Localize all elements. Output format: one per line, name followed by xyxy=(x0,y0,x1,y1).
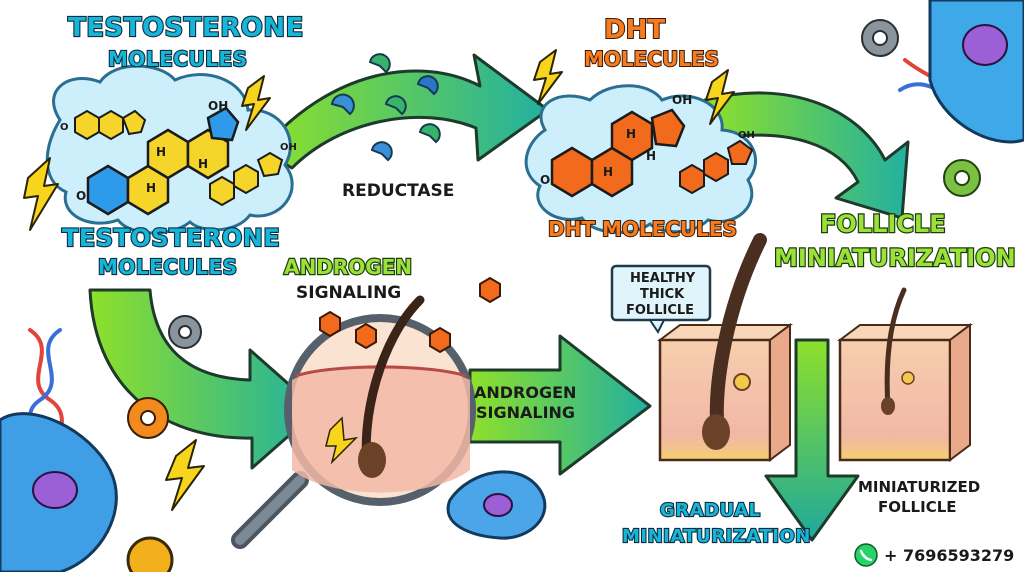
magnifier-icon xyxy=(231,295,476,549)
testosterone-molecule-small xyxy=(209,151,284,207)
svg-text:OH: OH xyxy=(208,99,228,113)
gear-icon xyxy=(168,315,202,349)
reductase-label: REDUCTASE xyxy=(342,181,454,201)
cell-icon xyxy=(928,0,1024,144)
svg-text:H: H xyxy=(626,127,636,141)
cell-icon xyxy=(446,470,547,540)
gradual-miniaturization-label-line2: MINIATURIZATION xyxy=(622,526,811,547)
cell-icon xyxy=(126,536,174,572)
testosterone-molecule-large xyxy=(86,106,240,216)
gear-icon xyxy=(861,19,899,57)
svg-text:H: H xyxy=(146,181,156,195)
testosterone-bottom-subtitle: MOLECULES xyxy=(98,255,238,279)
androgen-signaling-label-1-line2: SIGNALING xyxy=(296,283,401,303)
androgen-molecule-icon xyxy=(319,276,501,354)
follicle-miniaturization-title: FOLLICLE xyxy=(820,210,946,238)
flow-arrow-icon xyxy=(703,91,910,220)
svg-text:OH: OH xyxy=(738,130,755,141)
svg-text:O: O xyxy=(76,189,86,203)
svg-text:H: H xyxy=(646,149,656,163)
whatsapp-icon[interactable] xyxy=(854,543,878,567)
svg-text:OH: OH xyxy=(280,142,297,153)
androgen-signaling-label-2: ANDROGEN xyxy=(474,383,576,402)
gear-icon xyxy=(127,397,169,439)
gradual-miniaturization-label: GRADUAL xyxy=(660,500,760,521)
testosterone-top-subtitle: MOLECULES xyxy=(108,47,248,71)
androgen-signaling-label-2-line2: SIGNALING xyxy=(476,403,575,422)
testosterone-bottom-title: TESTOSTERONE xyxy=(62,224,280,252)
healthy-follicle-skin-block xyxy=(657,233,793,462)
svg-text:O: O xyxy=(540,173,550,187)
svg-text:H: H xyxy=(156,145,166,159)
healthy-follicle-callout xyxy=(610,264,712,334)
svg-text:O: O xyxy=(60,122,69,133)
lightning-icon xyxy=(23,49,735,511)
miniaturized-follicle-label-line2: FOLLICLE xyxy=(878,498,957,516)
flow-arrow-icon xyxy=(88,288,320,470)
cell-icon xyxy=(0,412,118,572)
dht-top-subtitle: MOLECULES xyxy=(584,47,719,71)
dht-molecule-large xyxy=(550,108,686,198)
flow-arrow-icon xyxy=(764,338,860,542)
dht-molecule-small xyxy=(679,139,754,195)
svg-text:OH: OH xyxy=(672,93,692,107)
testosterone-molecule-cloud: OH H H H O O OH xyxy=(45,64,297,235)
svg-text:H: H xyxy=(603,165,613,179)
testosterone-top-title: TESTOSTERONE xyxy=(68,13,304,43)
miniaturized-follicle-skin-block xyxy=(837,287,973,462)
testosterone-molecule-small xyxy=(74,109,147,141)
enzyme-icon xyxy=(330,53,441,162)
dht-top-title: DHT xyxy=(604,15,665,45)
flow-arrow-icon xyxy=(468,334,652,476)
healthy-follicle-label-line2: THICK xyxy=(640,287,685,302)
healthy-follicle-label-line3: FOLLICLE xyxy=(626,303,694,318)
miniaturized-follicle-label: MINIATURIZED xyxy=(858,478,980,496)
svg-text:H: H xyxy=(198,157,208,171)
androgen-signaling-label-1: ANDROGEN xyxy=(284,255,412,279)
healthy-follicle-label: HEALTHY xyxy=(630,271,696,286)
gear-icon xyxy=(943,159,981,197)
follicle-miniaturization-title-line2: MINIATURIZATION xyxy=(774,244,1016,272)
dht-bottom-label: DHT MOLECULES xyxy=(548,217,737,241)
dht-molecule-cloud: OH H H H O OH xyxy=(524,84,758,235)
contact-phone[interactable]: + 7696593279 xyxy=(884,546,1014,565)
